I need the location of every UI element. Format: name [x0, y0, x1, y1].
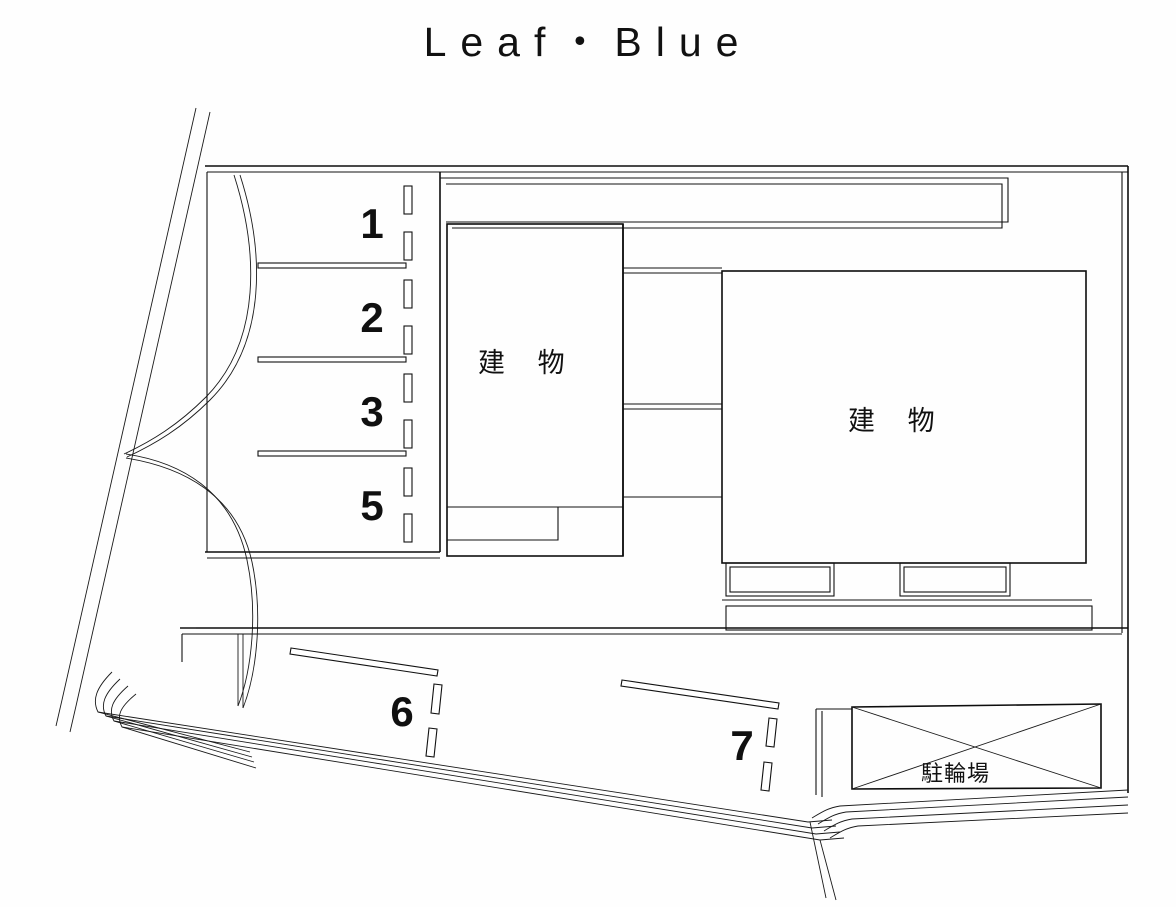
stall-number-5: 5: [360, 482, 383, 529]
stall-number-labels: 1 2 3 5 6 7: [360, 200, 753, 769]
site-mid-boundary: [180, 627, 1128, 635]
stall-number-7: 7: [730, 722, 753, 769]
stall-edge-dashes: [403, 185, 413, 543]
stall-number-3: 3: [360, 388, 383, 435]
curb-bands-bottom-right: [811, 789, 1129, 839]
parking-bay-lower: [181, 634, 780, 792]
site-boundary-right: [1121, 166, 1129, 793]
building-left: 建 物: [440, 177, 1009, 557]
parking-bay-upper: [205, 172, 441, 559]
stall-number-2: 2: [360, 294, 383, 341]
site-boundary-top: [205, 165, 1128, 173]
page-title: Leaf・Blue: [423, 19, 753, 65]
bicycle-parking-area: 駐輪場: [815, 703, 1102, 797]
boundary-arc-upper: [123, 174, 257, 458]
road-diagonal-end: [55, 699, 77, 733]
arc-to-boundary-connectors: [180, 627, 244, 708]
stall-number-1: 1: [360, 200, 383, 247]
stall-divider-lines: [257, 262, 407, 457]
building-left-label: 建 物: [478, 348, 577, 379]
stall-number-6: 6: [390, 688, 413, 735]
curb-bands-lower-left: [94, 671, 257, 769]
boundary-arc-lower: [125, 453, 259, 709]
road-branch-bottom: [809, 821, 837, 901]
building-right-label: 建 物: [848, 406, 947, 437]
building-right: 建 物: [721, 270, 1093, 631]
road-diagonal-lines: [61, 107, 211, 707]
bicycle-parking-label: 駐輪場: [921, 762, 990, 787]
